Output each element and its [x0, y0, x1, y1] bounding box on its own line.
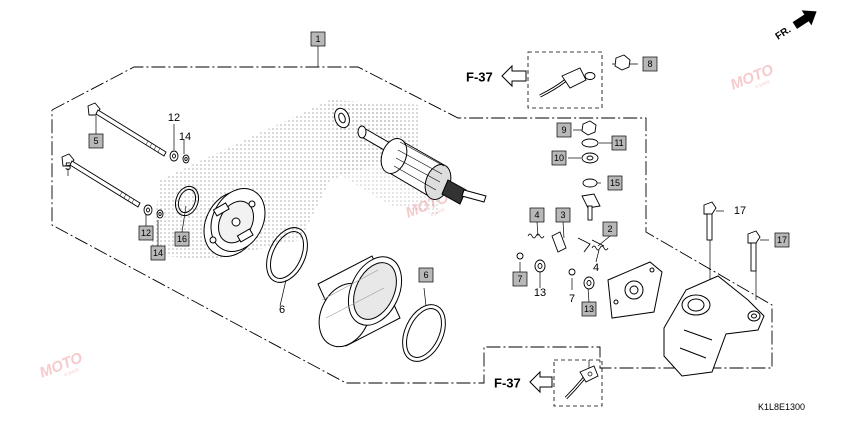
- part-label-4[interactable]: 4: [534, 210, 539, 220]
- part-label-9[interactable]: 9: [561, 125, 566, 135]
- long-bolt: [87, 102, 167, 157]
- watermark-sub: e.parts: [64, 367, 81, 378]
- watermark-text: MOTO: [37, 349, 85, 382]
- part-label-1[interactable]: 1: [315, 34, 320, 44]
- diagram-code: K1L8E1300: [758, 402, 805, 412]
- part-label-16[interactable]: 16: [177, 234, 187, 244]
- part-label-2[interactable]: 2: [607, 224, 612, 234]
- part-label-5[interactable]: 5: [93, 136, 98, 146]
- arrow-left-icon: [529, 370, 553, 394]
- boxed-labels: [88, 31, 790, 317]
- cable-group-top: [527, 51, 631, 109]
- part-label-13-plain[interactable]: 13: [534, 287, 546, 299]
- o-ring: [266, 227, 308, 283]
- part-label-17-plain[interactable]: 17: [734, 205, 746, 217]
- part-label-8[interactable]: 8: [647, 59, 652, 69]
- front-cover-bracket: [607, 261, 663, 319]
- assembly-outline: [51, 66, 773, 384]
- part-label-14[interactable]: 14: [153, 248, 163, 258]
- watermark-text: MOTO: [728, 61, 776, 94]
- part-label-6-plain[interactable]: 6: [279, 304, 285, 316]
- part-label-3[interactable]: 3: [560, 210, 565, 220]
- long-bolt: [61, 153, 141, 208]
- watermark-sub: e.parts: [755, 79, 772, 90]
- front-arrow-icon: [792, 10, 817, 29]
- terminal-hardware: [516, 120, 609, 290]
- part-label-10[interactable]: 10: [554, 153, 564, 163]
- part-label-7[interactable]: 7: [517, 274, 522, 284]
- part-label-7-plain[interactable]: 7: [569, 293, 575, 305]
- front-direction-indicator: FR.: [774, 10, 817, 43]
- part-label-4-plain[interactable]: 4: [593, 262, 599, 274]
- page-ref-f37-top[interactable]: F-37: [466, 70, 493, 85]
- armature: [357, 125, 487, 205]
- part-label-14-plain[interactable]: 14: [179, 131, 191, 143]
- washer: [143, 150, 190, 219]
- part-label-6[interactable]: 6: [423, 270, 428, 280]
- o-ring: [174, 185, 200, 217]
- o-ring: [402, 304, 446, 362]
- front-direction-label: FR.: [774, 24, 794, 42]
- cable-group-bottom: [553, 359, 603, 407]
- part-label-15[interactable]: 15: [610, 178, 620, 188]
- page-ref-f37-bottom[interactable]: F-37: [494, 376, 521, 391]
- motor-mount-housing: [663, 275, 765, 377]
- part-label-11[interactable]: 11: [614, 138, 623, 148]
- part-label-17[interactable]: 17: [777, 235, 787, 245]
- rear-cover: [203, 188, 266, 257]
- part-label-13[interactable]: 13: [584, 304, 594, 314]
- part-label-5-plain[interactable]: 5: [65, 161, 71, 173]
- thrust-washer: [334, 107, 350, 129]
- part-label-12-plain[interactable]: 12: [168, 112, 180, 124]
- motor-yoke: [317, 255, 403, 348]
- mount-bolt: [703, 201, 761, 272]
- arrow-left-icon: [501, 64, 527, 88]
- part-label-12[interactable]: 12: [141, 228, 151, 238]
